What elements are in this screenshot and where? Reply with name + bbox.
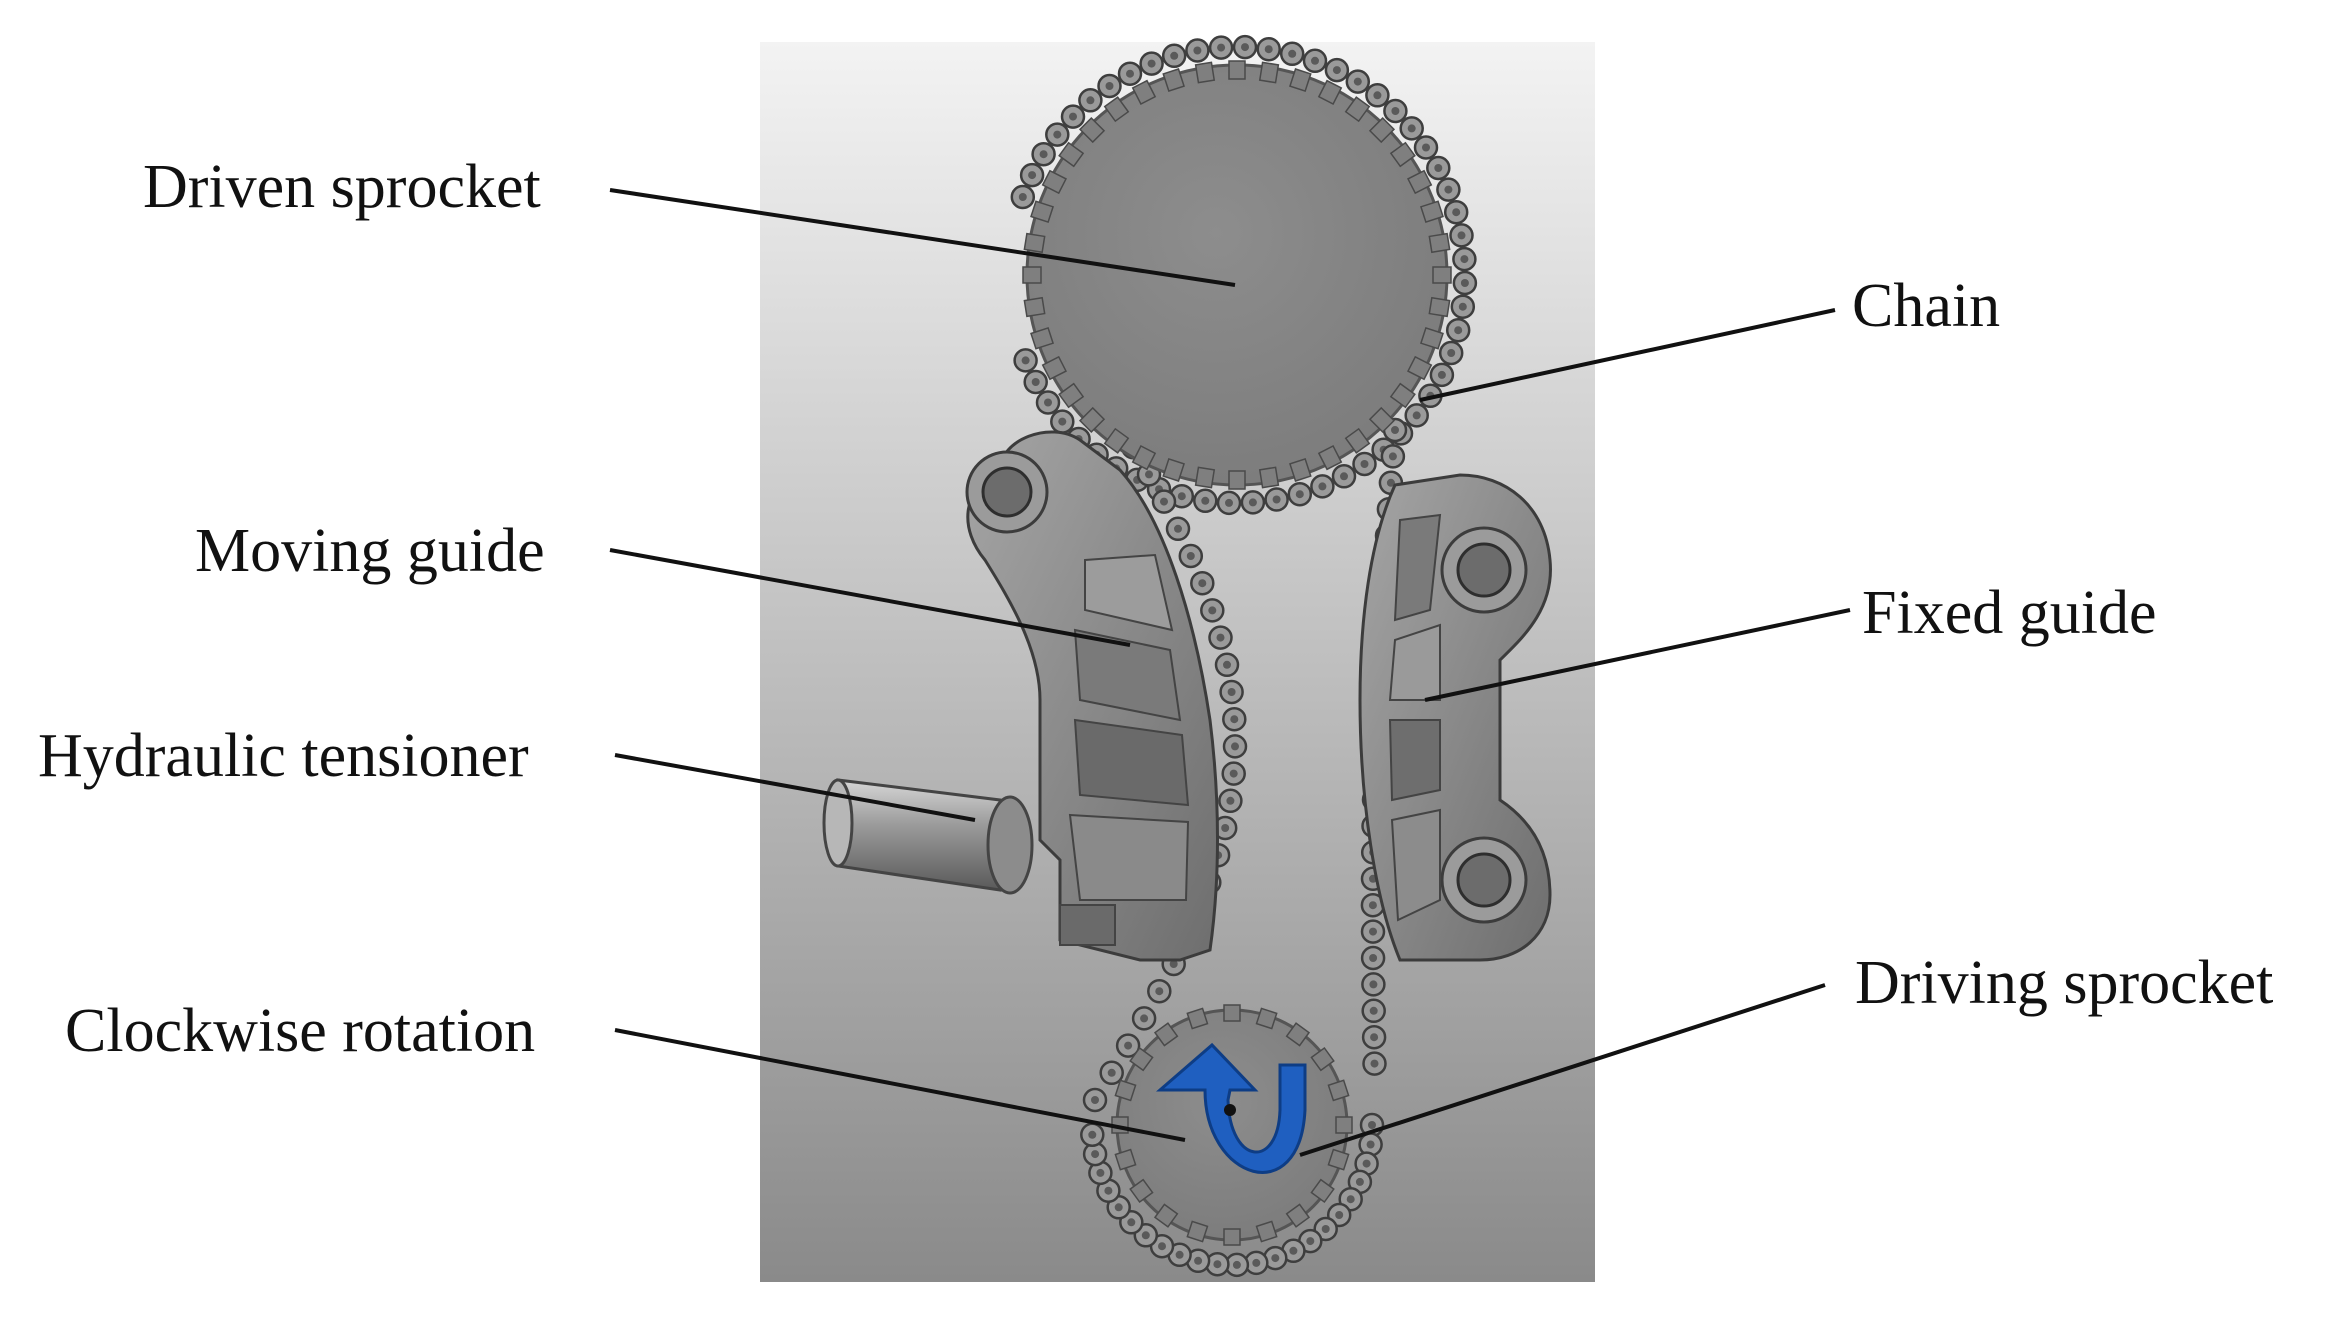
label-chain: Chain [1852,272,2001,340]
leader-chain [1419,308,1836,402]
label-fixed-guide: Fixed guide [1862,579,2157,647]
label-driving-sprocket: Driving sprocket [1855,949,2274,1017]
hydraulic-tensioner [822,778,1034,895]
leader-lines [609,188,1851,1157]
label-clockwise-rotation: Clockwise rotation [65,997,536,1065]
label-moving-guide: Moving guide [195,517,545,585]
label-hydraulic-tensioner: Hydraulic tensioner [38,722,529,790]
leader-fixed-guide [1424,608,1851,702]
leader-driving-sprocket [1299,983,1826,1157]
leader-hydraulic-tensioner [614,753,976,822]
clockwise-rotation-arrow [1155,1042,1307,1174]
driven-sprocket [1022,60,1452,490]
label-driven-sprocket: Driven sprocket [143,153,541,221]
leader-moving-guide [609,548,1131,647]
leader-driven-sprocket [609,188,1236,287]
leader-clockwise-rotation [614,1028,1186,1142]
fixed-guide [1358,473,1552,962]
moving-guide [965,430,1219,962]
